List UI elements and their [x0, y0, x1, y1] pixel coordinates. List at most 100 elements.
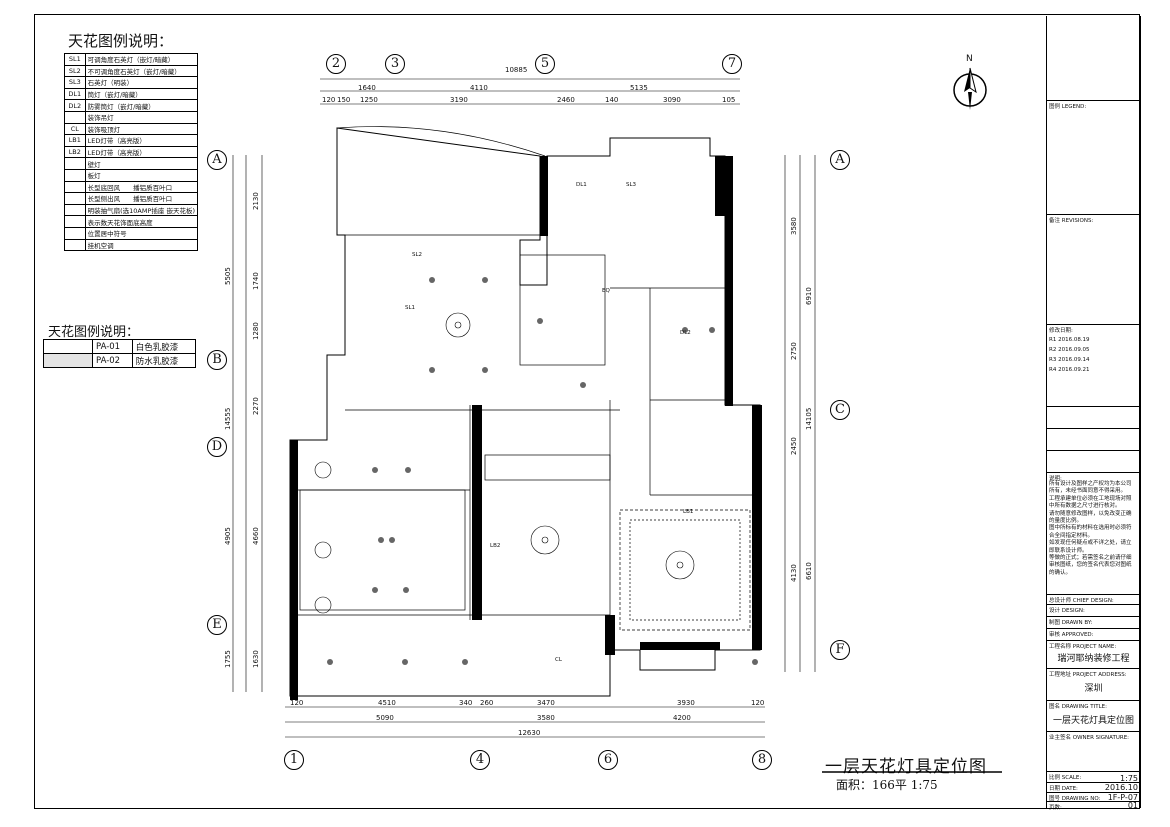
- paint-legend-table: PA-01 白色乳胶漆 PA-02 防水乳胶漆: [43, 339, 197, 368]
- rev-item: R3 2016.09.14: [1049, 357, 1090, 363]
- project-name-label: 工程名称 PROJECT NAME:: [1047, 640, 1140, 651]
- axis-bubble: 6: [598, 750, 618, 770]
- dimension-lines: [232, 78, 816, 738]
- dim-top: 5135: [630, 84, 648, 92]
- drawing-frame: [34, 14, 1140, 809]
- paint-row: PA-02 防水乳胶漆: [43, 353, 197, 368]
- dim-left: 2130: [252, 192, 260, 210]
- note-line: 如发现任何疑点或不详之处，请立: [1049, 540, 1132, 547]
- legend-label: 明装抽气扇(选10AMP插座 嵌天花板): [84, 203, 199, 217]
- legend-label: LED灯带（高亮版）: [84, 145, 199, 159]
- dim-bottom: 3580: [537, 714, 555, 722]
- plan-label: SL3: [626, 182, 637, 188]
- dim-right: 4130: [790, 564, 798, 582]
- legend-row: 壁灯: [64, 157, 199, 170]
- legend-label: 壁灯: [84, 157, 199, 170]
- dim-top-total: 10885: [505, 66, 528, 74]
- drawing-no-value: 1F-P-07: [1107, 793, 1138, 802]
- rev-date-label: 修改日期:: [1047, 324, 1140, 334]
- dim-left: 1755: [224, 650, 232, 668]
- owner-signature-cell: 业主签名 OWNER SIGNATURE:: [1047, 731, 1140, 771]
- dim-right: 14105: [805, 407, 813, 430]
- plan-label: LB1: [683, 509, 694, 515]
- north-label: N: [966, 54, 973, 64]
- plan-label: DL2: [680, 330, 691, 336]
- plan-label: SL2: [412, 252, 423, 258]
- note-line: 图中所标有的材料在选用时必须符: [1049, 525, 1132, 532]
- dim-left: 1740: [252, 272, 260, 290]
- dim-left: 4660: [252, 527, 260, 545]
- notes-text: 所有设计及图样之产权均为本公司所有，未经书面同意不得采用。工程承建单位必须在工地…: [1049, 481, 1132, 577]
- drawing-subtitle: 面积：166平 1:75: [836, 778, 938, 792]
- dim-top: 3190: [450, 96, 468, 104]
- project-address: 深圳: [1084, 684, 1103, 694]
- axis-bubble: 4: [470, 750, 490, 770]
- scale-value: 1:75: [1120, 774, 1138, 783]
- dim-bottom-total: 12630: [518, 729, 541, 737]
- address-label: 工程地址 PROJECT ADDRESS:: [1047, 668, 1140, 679]
- dim-bottom: 5090: [376, 714, 394, 722]
- note-line: 工程承建单位必须在工地现场对照: [1049, 495, 1132, 502]
- note-line: 即联系设计师。: [1049, 547, 1088, 554]
- design-cell: 设计 DESIGN:: [1047, 604, 1140, 615]
- legend-label: 表示数天花饰面底高度: [84, 215, 199, 228]
- dim-right: 6910: [805, 287, 813, 305]
- revisions-cell: 备注 REVISIONS:: [1047, 214, 1140, 324]
- axis-bubble: A: [830, 150, 850, 170]
- axis-bubble: 7: [722, 54, 742, 74]
- legend-symbol: LB1: [64, 134, 86, 147]
- legend-row: 位置居中符号: [64, 226, 199, 240]
- dim-top: 4110: [470, 84, 488, 92]
- note-line: 的确认。: [1049, 569, 1072, 576]
- rev-item: R2 2016.09.05: [1049, 347, 1090, 353]
- title-underline: [822, 771, 1002, 773]
- title-block: 图例 LEGEND: 备注 REVISIONS: 修改日期: R1 2016.0…: [1046, 16, 1141, 811]
- dim-top: 140: [605, 96, 619, 104]
- axis-bubble: 8: [752, 750, 772, 770]
- plan-label: DL1: [576, 182, 587, 188]
- axis-bubble: 1: [284, 750, 304, 770]
- dim-bottom: 120: [751, 699, 765, 707]
- dim-top: 3090: [663, 96, 681, 104]
- drawing-title-label: 图名 DRAWING TITLE:: [1047, 700, 1140, 711]
- rev-item: R1 2016.08.19: [1049, 337, 1090, 343]
- dim-bottom: 260: [480, 699, 494, 707]
- axis-bubble: 5: [535, 54, 555, 74]
- legend-row: 明装抽气扇(选10AMP插座 嵌天花板): [64, 203, 199, 217]
- axis-bubble: D: [207, 437, 227, 457]
- dim-top: 1250: [360, 96, 378, 104]
- dim-right: 2450: [790, 437, 798, 455]
- dim-left: 2270: [252, 397, 260, 415]
- axis-bubble: A: [207, 150, 227, 170]
- dim-top: 150: [337, 96, 351, 104]
- project-name: 瑞河耶纳装修工程: [1057, 654, 1130, 664]
- legend-cell: 图例 LEGEND:: [1047, 100, 1140, 228]
- note-line: 所有设计及图样之产权均为本公司: [1049, 481, 1132, 487]
- blank-row: [1047, 450, 1140, 470]
- plan-label: EQ: [602, 288, 610, 294]
- page-value: 01: [1127, 801, 1138, 810]
- dim-left: 1280: [252, 322, 260, 340]
- axis-bubble: 3: [385, 54, 405, 74]
- legend-label: 长型底回风 播铝质百叶口: [84, 180, 199, 194]
- dim-top: 105: [722, 96, 736, 104]
- dim-right: 6610: [805, 562, 813, 580]
- dim-left: 5505: [224, 267, 232, 285]
- axis-bubble: 2: [326, 54, 346, 74]
- drawing-no-label: 图号 DRAWING NO:: [1047, 792, 1140, 803]
- chief-design-cell: 总设计师 CHIEF DESIGN:: [1047, 594, 1140, 605]
- scale-label: 比例 SCALE:: [1047, 771, 1140, 782]
- dim-top: 1640: [358, 84, 376, 92]
- note-line: 中所有数据之尺寸进行核对。: [1049, 503, 1121, 510]
- dim-top: 2460: [557, 96, 575, 104]
- drawn-by-cell: 制图 DRAWN BY:: [1047, 616, 1140, 627]
- axis-bubble: F: [830, 640, 850, 660]
- dim-bottom: 4200: [673, 714, 691, 722]
- paint-label: 防水乳胶漆: [131, 353, 197, 368]
- legend-row: 长型侧出风 播铝质百叶口: [64, 192, 199, 205]
- date-label: 日期 DATE:: [1047, 782, 1140, 793]
- plan-label: SL1: [405, 305, 416, 311]
